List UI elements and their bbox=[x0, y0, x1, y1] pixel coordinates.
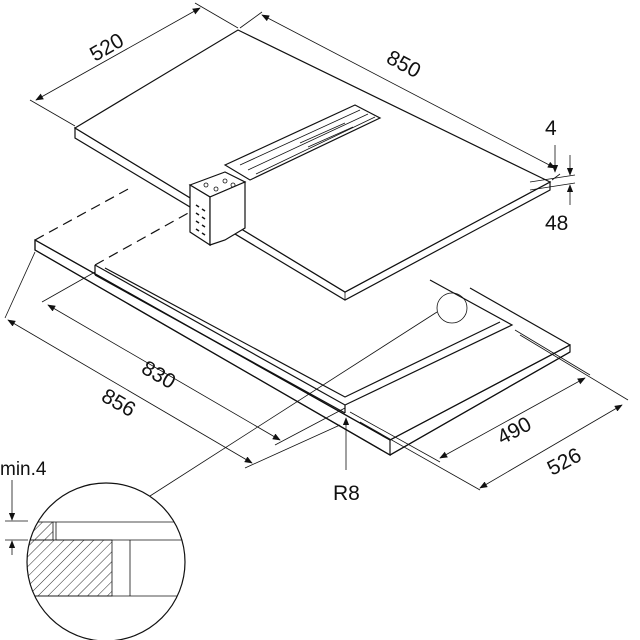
dimension-cutout-outer-depth: 526 bbox=[359, 334, 629, 491]
dimension-corner-radius: R8 bbox=[333, 417, 360, 505]
dimension-thickness: 4 48 bbox=[529, 117, 576, 235]
svg-text:48: 48 bbox=[545, 212, 568, 235]
dimension-cutout-width: 830 bbox=[41, 271, 346, 446]
svg-text:526: 526 bbox=[544, 444, 586, 481]
svg-text:min.4: min.4 bbox=[0, 459, 47, 480]
svg-text:R8: R8 bbox=[333, 482, 360, 505]
svg-text:490: 490 bbox=[494, 413, 536, 450]
dimension-cutout-outer-width: 856 bbox=[4, 251, 341, 469]
hob bbox=[73, 29, 552, 301]
svg-text:856: 856 bbox=[98, 384, 140, 421]
control-module bbox=[188, 171, 247, 247]
svg-text:4: 4 bbox=[545, 117, 557, 140]
svg-text:830: 830 bbox=[138, 356, 180, 393]
svg-text:850: 850 bbox=[383, 46, 425, 83]
detail-callout: min.4 bbox=[0, 292, 468, 640]
svg-text:520: 520 bbox=[86, 29, 128, 66]
